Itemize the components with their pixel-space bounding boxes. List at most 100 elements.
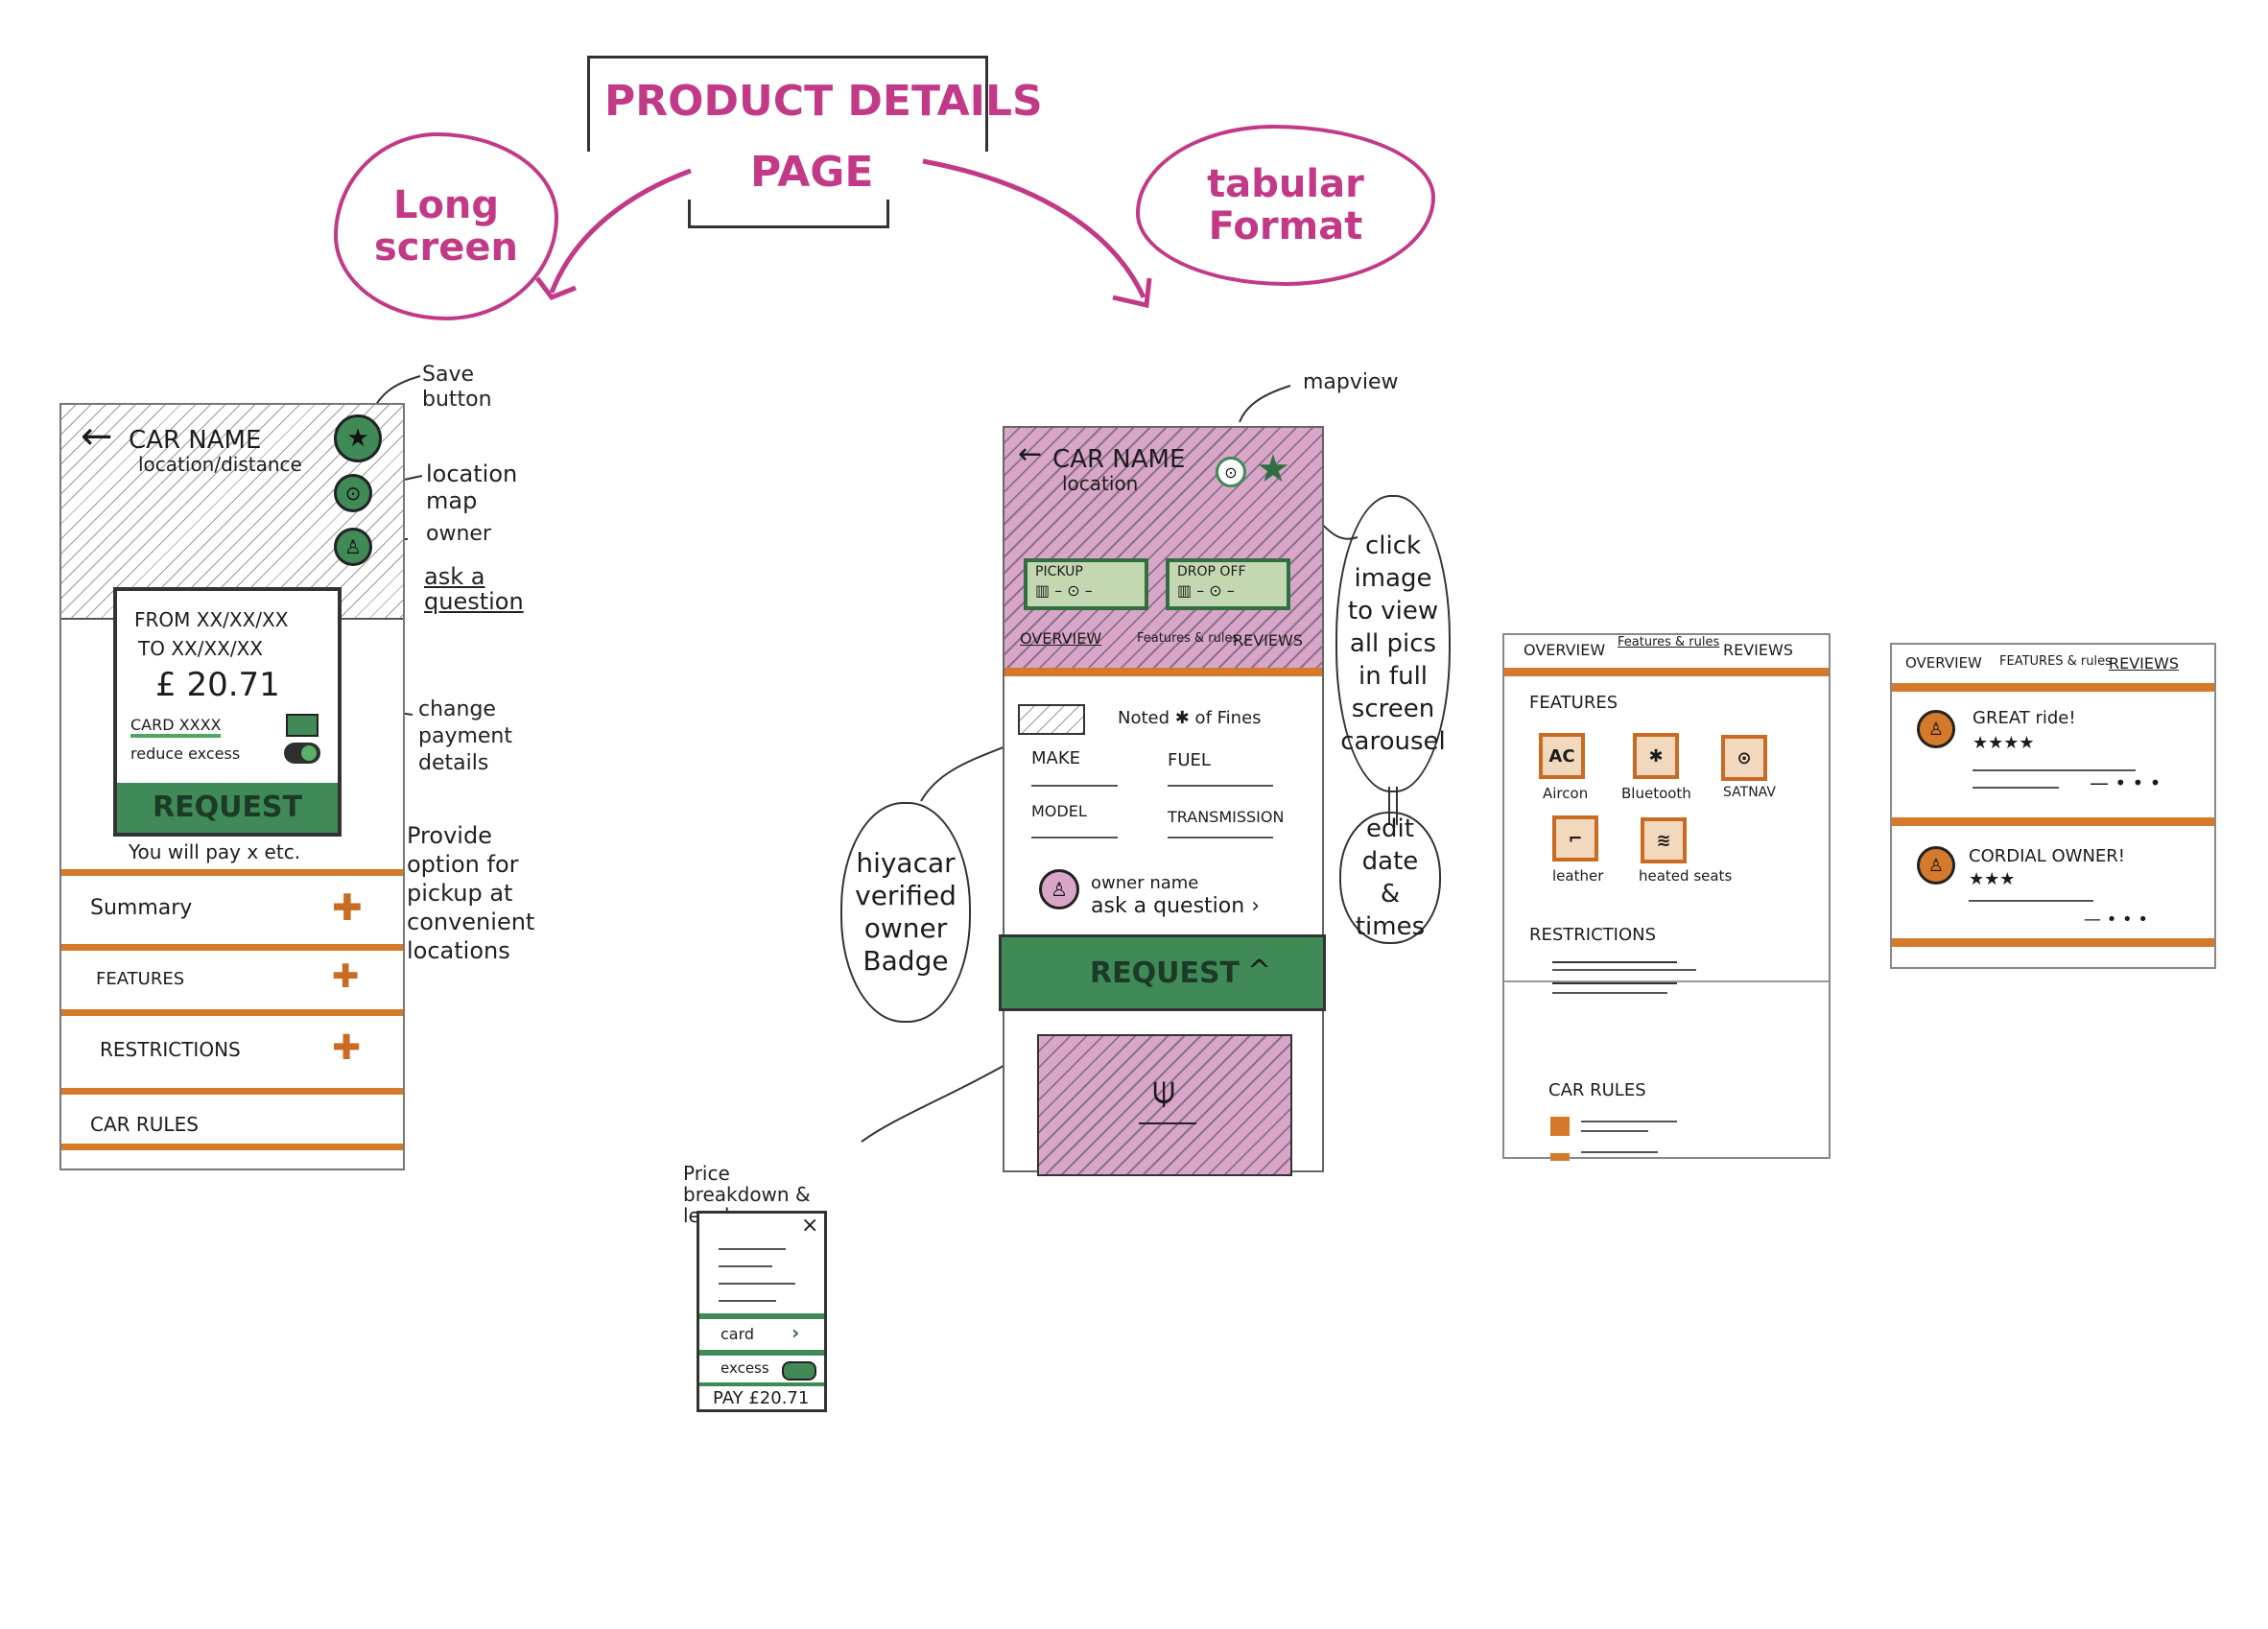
pay-note: You will pay x etc. [129,840,301,863]
accordion-features[interactable]: FEATURES ✚ [61,952,403,1009]
request-label: REQUEST [1090,956,1240,990]
note-verified-badge: hiyacar verified owner Badge [840,802,971,1023]
thumbnail [1018,704,1085,735]
back-arrow-icon[interactable]: ← [81,414,113,459]
excess-toggle[interactable] [782,1361,816,1381]
excess-row[interactable]: excess [699,1356,824,1382]
from-date: FROM XX/XX/XX [134,608,289,631]
reduce-excess-label: reduce excess [130,744,241,763]
ask-question-link[interactable]: ask a question › [1091,894,1260,918]
car-location: location [1062,472,1139,495]
price-breakdown-modal: × card › excess PAY £20.71 [697,1211,827,1412]
dropoff-box[interactable]: DROP OFF ▥ – ⊙ – [1166,558,1290,610]
reviewer-avatar: ♙ [1917,710,1955,748]
note-owner: owner [426,522,491,546]
review-stars: ★★★ [1969,869,2016,889]
calendar-icon: ▥ – ⊙ – [1177,581,1235,600]
map-preview[interactable]: ⍦ [1037,1034,1292,1176]
reviews-screen: OVERVIEW FEATURES & rules REVIEWS ♙ GREA… [1890,643,2216,969]
spec-transmission: TRANSMISSION [1168,808,1285,826]
tab-reviews[interactable]: REVIEWS [2109,654,2179,673]
card-label[interactable]: CARD XXXX [130,716,222,738]
title-line-1: PRODUCT DETAILS [604,77,1043,126]
car-location: location/distance [138,453,302,476]
price: £ 20.71 [155,666,280,704]
tab-features-rules[interactable]: FEATURES & rules [1999,654,2112,669]
feature-aircon-label: Aircon [1543,785,1589,802]
accordion-label: Summary [90,896,193,920]
booking-card: FROM XX/XX/XX TO XX/XX/XX £ 20.71 CARD X… [113,587,342,837]
request-button[interactable]: REQUEST [117,783,338,833]
note-pickup: Provide option for pickup at convenient … [407,822,535,964]
hero-image [1004,428,1322,668]
note-save-button: Save button [422,363,492,412]
tab-features-rules[interactable]: Features & rules [1137,631,1240,646]
accordion-restrictions[interactable]: RESTRICTIONS ✚ [61,1017,403,1088]
feature-satnav-icon: ⊙ [1721,735,1767,781]
save-icon[interactable]: ★ [1256,447,1290,491]
car-rules-heading: CAR RULES [1548,1080,1646,1100]
calendar-icon: ▥ – ⊙ – [1035,581,1093,600]
feature-aircon-icon: AC [1539,733,1585,779]
more-dots[interactable]: — • • • [2090,771,2162,794]
location-map-icon[interactable]: ⊙ [334,474,372,512]
feature-heated-seats-icon: ≋ [1641,817,1687,863]
to-date: TO XX/XX/XX [138,637,263,660]
review-title: CORDIAL OWNER! [1969,846,2126,866]
close-icon[interactable]: × [801,1214,819,1238]
spec-model: MODEL [1031,802,1087,820]
car-name: CAR NAME [1052,445,1186,474]
reduce-excess-toggle[interactable] [284,743,320,764]
spec-fuel: FUEL [1168,750,1211,770]
restrictions-heading: RESTRICTIONS [1529,925,1657,945]
note-ask-question: ask a question [424,563,524,615]
save-icon[interactable]: ★ [334,414,382,462]
card-label: card [721,1325,755,1343]
tab-overview[interactable]: OVERVIEW [1905,654,1982,672]
accordion-label: FEATURES [96,969,185,989]
accordion-summary[interactable]: Summary ✚ [61,877,403,944]
note-location-map: location map [426,460,518,514]
accordion-label: RESTRICTIONS [100,1038,241,1061]
cloud-long-screen: Long screen [334,132,558,320]
chevron-right-icon: › [791,1321,800,1344]
review-title: GREAT ride! [1973,708,2076,728]
card-change-icon[interactable] [286,714,319,737]
page-title: PRODUCT DETAILS PAGE [587,56,1043,228]
card-row[interactable]: card › [699,1321,824,1350]
review-card: ♙ GREAT ride! ★★★★ — • • • [1892,695,2214,817]
more-dots[interactable]: — • • • [2084,909,2149,930]
tab-overview[interactable]: OVERVIEW [1524,641,1606,659]
chevron-right-icon: › [1251,894,1261,918]
car-name: CAR NAME [129,426,262,455]
tab-features-rules[interactable]: Features & rules [1618,635,1720,649]
cloud-tabular-format: tabular Format [1136,125,1435,286]
pay-button[interactable]: PAY £20.71 [713,1388,810,1408]
feature-bluetooth-icon: ✱ [1633,733,1679,779]
map-view-icon[interactable]: ⊙ [1216,457,1246,487]
long-screen-wireframe: ← CAR NAME location/distance ★ ⊙ ♙ FROM … [59,403,405,1170]
dropoff-label: DROP OFF [1177,564,1246,579]
ask-question-label: ask a question [1091,894,1245,918]
plus-icon: ✚ [332,886,363,929]
review-stars: ★★★★ [1973,733,2035,753]
request-button[interactable]: REQUEST ^ [999,934,1326,1011]
feature-leather-label: leather [1552,867,1604,885]
accordion-label: CAR RULES [90,1113,199,1136]
tab-reviews[interactable]: REVIEWS [1233,631,1303,649]
owner-icon[interactable]: ♙ [334,528,372,566]
features-rules-screen: OVERVIEW Features & rules REVIEWS FEATUR… [1502,633,1831,1161]
note-payment: change payment details [418,697,513,775]
pickup-label: PICKUP [1035,564,1083,579]
title-line-2: PAGE [750,148,874,197]
pickup-box[interactable]: PICKUP ▥ – ⊙ – [1024,558,1148,610]
tab-overview[interactable]: OVERVIEW [1020,629,1102,648]
owner-avatar[interactable]: ♙ [1039,869,1079,909]
plus-icon: ✚ [332,1028,362,1068]
note-click-image: click image to view all pics in full scr… [1335,495,1451,792]
back-arrow-icon[interactable]: ← [1018,437,1043,471]
tab-reviews[interactable]: REVIEWS [1723,641,1793,659]
owner-name: owner name [1091,873,1199,893]
spec-make: MAKE [1031,748,1081,768]
accordion-car-rules[interactable]: CAR RULES [61,1096,403,1153]
